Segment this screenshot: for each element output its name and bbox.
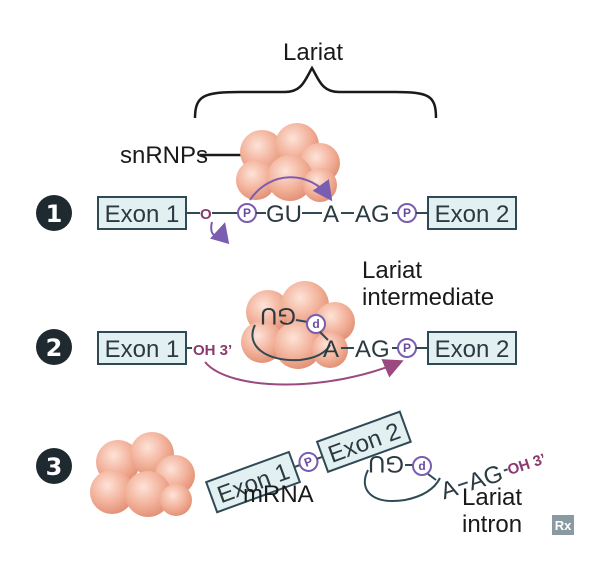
a-seq-step2: A: [323, 336, 339, 363]
gu-loop-step3: GU: [368, 450, 404, 477]
lariat-intermediate-label-2: intermediate: [362, 284, 494, 311]
exon-ligation-arrow: [204, 359, 404, 386]
a-seq-step1: A: [323, 201, 339, 228]
exon1-box-step1: Exon 1: [97, 196, 187, 230]
svg-text:P: P: [403, 341, 411, 355]
exon2-box-step1: Exon 2: [427, 196, 517, 230]
exon1-box-step2: Exon 1: [97, 331, 187, 365]
snrnp-cluster-step2: [241, 281, 355, 369]
rx-logo: Rx: [552, 515, 574, 535]
gu-seq-step1: GU: [266, 201, 302, 228]
svg-text:Exon 1: Exon 1: [105, 201, 180, 228]
exon2-box-step2: Exon 2: [427, 331, 517, 365]
step-3-badge: 3: [36, 448, 72, 484]
step-2-badge: 2: [36, 329, 72, 365]
snrnp-cluster-step1: [236, 123, 340, 202]
branch-attack-arrow: [249, 176, 333, 202]
nucleophile-arrow: [209, 221, 230, 245]
gu-loop-step2: GU: [260, 302, 296, 329]
svg-text:Exon 1: Exon 1: [105, 336, 180, 363]
svg-text:Exon 2: Exon 2: [435, 201, 510, 228]
lariat-intermediate-label-1: Lariat: [362, 257, 422, 284]
oh3-label-step3: OH 3’: [505, 451, 548, 479]
oh3-label-step2: OH 3’: [193, 342, 232, 359]
lariat-brace: [193, 65, 438, 119]
phosphate-ag-step1: P: [397, 203, 417, 223]
ag-seq-step1: AG: [355, 201, 390, 228]
svg-text:d: d: [418, 459, 425, 473]
phosphate-ag-step2: P: [397, 338, 417, 358]
lariat-loop-step2: [251, 324, 331, 362]
lariat-intron-label-2: intron: [462, 511, 522, 538]
svg-text:Rx: Rx: [555, 518, 572, 533]
svg-text:d: d: [312, 317, 319, 331]
oxygen-label: O: [200, 206, 212, 223]
snrnp-cluster-step3: [90, 432, 195, 517]
snrnps-label: snRNPs: [120, 142, 208, 169]
svg-text:1: 1: [46, 200, 63, 228]
phosphate-gu-step1: P: [237, 203, 257, 223]
lariat-intron-label-1: Lariat: [462, 484, 522, 511]
a-seq-step3: A: [437, 475, 461, 506]
svg-text:2: 2: [46, 334, 63, 362]
svg-text:P: P: [403, 206, 411, 220]
step-1-badge: 1: [36, 195, 72, 231]
ag-seq-step2: AG: [355, 336, 390, 363]
mrna-label: mRNA: [243, 481, 314, 508]
svg-text:Exon 2: Exon 2: [435, 336, 510, 363]
phosphate-loop-step2: d: [306, 314, 326, 334]
lariat-title: Lariat: [283, 39, 343, 66]
svg-text:3: 3: [46, 453, 63, 481]
svg-text:P: P: [243, 206, 251, 220]
